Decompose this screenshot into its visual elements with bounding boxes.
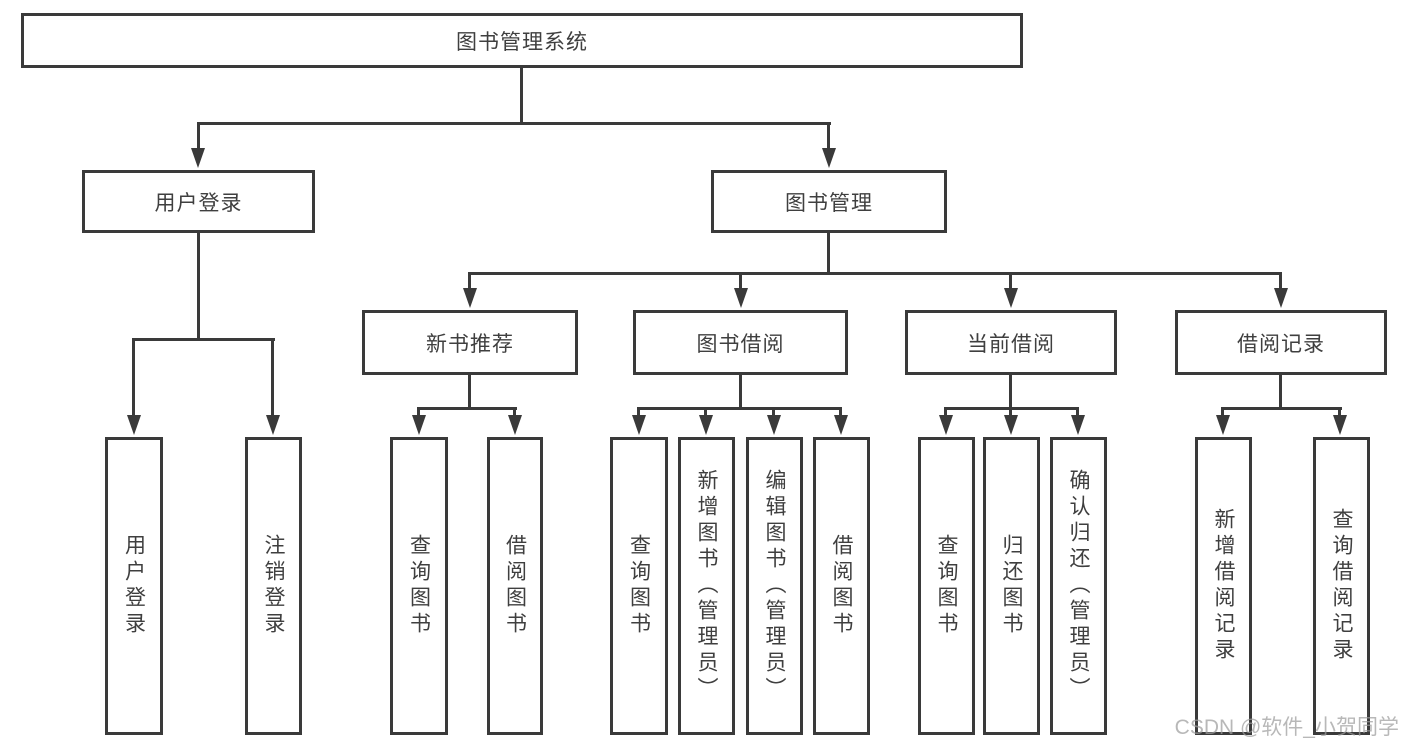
arrow-down-icon (1216, 415, 1230, 435)
connector-bookborrow-stub (637, 407, 640, 419)
leaf-label: 查询借阅记录 (1330, 508, 1353, 664)
arrow-down-icon (1004, 288, 1018, 308)
arrow-down-icon (127, 415, 141, 435)
arrow-down-icon (1071, 415, 1085, 435)
leaf-logout: 注销登录 (245, 437, 302, 735)
leaf-label: 编辑图书（管理员） (763, 469, 786, 703)
connector-userlogin-stub (271, 338, 274, 417)
connector-userlogin-stub (132, 338, 135, 417)
leaf-query-books-borrow: 查询图书 (610, 437, 668, 735)
node-book-mgmt-label: 图书管理 (785, 191, 873, 215)
connector-bookmgmt-stub (739, 272, 742, 292)
leaf-edit-books-admin: 编辑图书（管理员） (746, 437, 803, 735)
connector-newbook-vline (468, 375, 471, 409)
leaf-label: 确认归还（管理员） (1067, 469, 1090, 703)
connector-userlogin-vline (197, 233, 200, 340)
node-book-mgmt: 图书管理 (711, 170, 947, 233)
leaf-borrow-books: 借阅图书 (813, 437, 870, 735)
leaf-label: 查询图书 (935, 534, 958, 638)
leaf-add-borrow-record: 新增借阅记录 (1195, 437, 1252, 735)
arrow-down-icon (1004, 415, 1018, 435)
leaf-label: 新增图书（管理员） (695, 469, 718, 703)
leaf-label: 查询图书 (407, 534, 431, 638)
connector-currentborrow-vline (1009, 375, 1012, 409)
leaf-label: 用户登录 (122, 534, 146, 638)
connector-bookborrow-stub (839, 407, 842, 419)
node-user-login: 用户登录 (82, 170, 315, 233)
leaf-label: 查询图书 (627, 534, 651, 638)
node-current-borrow: 当前借阅 (905, 310, 1117, 375)
connector-userlogin-hbar (132, 338, 275, 341)
connector-borrowrecord-hbar (1221, 407, 1342, 410)
leaf-label: 注销登录 (262, 534, 285, 638)
connector-borrowrecord-stub (1338, 407, 1341, 419)
connector-bookborrow-stub (772, 407, 775, 419)
connector-root-hbar (197, 122, 831, 125)
arrow-down-icon (834, 415, 848, 435)
node-borrow-record-label: 借阅记录 (1237, 332, 1325, 356)
node-root-label: 图书管理系统 (456, 30, 588, 54)
leaf-confirm-return-admin: 确认归还（管理员） (1050, 437, 1107, 735)
node-root: 图书管理系统 (21, 13, 1023, 68)
node-user-login-label: 用户登录 (154, 191, 243, 215)
arrow-down-icon (734, 288, 748, 308)
connector-bookmgmt-vline (827, 233, 830, 274)
leaf-user-login: 用户登录 (105, 437, 163, 735)
leaf-query-borrow-record: 查询借阅记录 (1313, 437, 1370, 735)
arrow-down-icon (412, 415, 426, 435)
arrow-down-icon (632, 415, 646, 435)
arrow-down-icon (266, 415, 280, 435)
connector-currentborrow-stub (1009, 407, 1012, 419)
arrow-down-icon (822, 148, 836, 168)
node-borrow-record: 借阅记录 (1175, 310, 1387, 375)
node-book-borrow-label: 图书借阅 (696, 332, 785, 356)
arrow-down-icon (699, 415, 713, 435)
connector-bookmgmt-stub (1009, 272, 1012, 292)
node-current-borrow-label: 当前借阅 (967, 332, 1055, 356)
arrow-down-icon (463, 288, 477, 308)
leaf-label: 借阅图书 (830, 534, 853, 638)
connector-bookmgmt-hbar (468, 272, 1282, 275)
connector-root-stub-right (827, 122, 830, 152)
arrow-down-icon (939, 415, 953, 435)
leaf-label: 新增借阅记录 (1212, 508, 1235, 664)
node-new-book-recommend-label: 新书推荐 (426, 332, 514, 356)
node-book-borrow: 图书借阅 (633, 310, 848, 375)
leaf-query-books-newbook: 查询图书 (390, 437, 448, 735)
connector-bookborrow-hbar (637, 407, 842, 410)
connector-newbook-stub (513, 407, 516, 419)
arrow-down-icon (1274, 288, 1288, 308)
arrow-down-icon (767, 415, 781, 435)
connector-bookmgmt-stub (1279, 272, 1282, 292)
connector-bookmgmt-stub (468, 272, 471, 292)
arrow-down-icon (508, 415, 522, 435)
connector-borrowrecord-vline (1279, 375, 1282, 409)
node-new-book-recommend: 新书推荐 (362, 310, 578, 375)
leaf-label: 借阅图书 (503, 534, 527, 638)
connector-bookborrow-vline (739, 375, 742, 409)
connector-newbook-hbar (417, 407, 517, 410)
connector-currentborrow-stub (1076, 407, 1079, 419)
arrow-down-icon (191, 148, 205, 168)
watermark: CSDN @软件_小贺同学 (1174, 716, 1399, 739)
leaf-return-books: 归还图书 (983, 437, 1040, 735)
connector-borrowrecord-stub (1221, 407, 1224, 419)
connector-newbook-stub (417, 407, 420, 419)
leaf-borrow-books-newbook: 借阅图书 (487, 437, 543, 735)
leaf-add-books-admin: 新增图书（管理员） (678, 437, 735, 735)
arrow-down-icon (1333, 415, 1347, 435)
leaf-label: 归还图书 (1000, 534, 1023, 638)
connector-currentborrow-stub (944, 407, 947, 419)
connector-root-stub-left (197, 122, 200, 152)
leaf-query-books-current: 查询图书 (918, 437, 975, 735)
connector-bookborrow-stub (704, 407, 707, 419)
connector-root-vline (520, 68, 523, 124)
